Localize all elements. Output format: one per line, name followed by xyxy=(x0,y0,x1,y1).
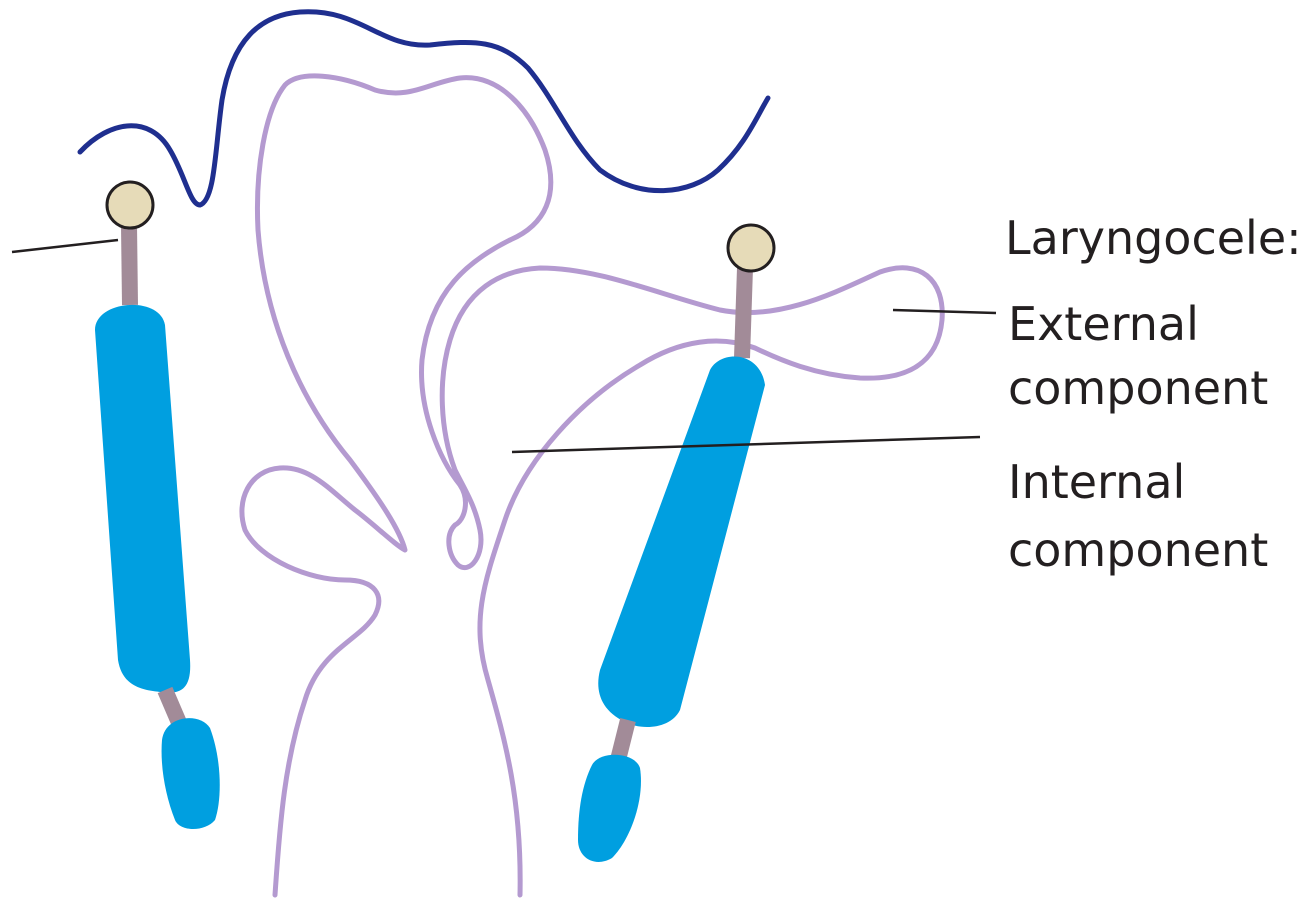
right-stalk-bottom xyxy=(618,720,628,760)
left-head xyxy=(107,182,153,228)
left-leader-line xyxy=(12,240,118,252)
left-stalk-bottom xyxy=(165,690,180,725)
pharyngeal-outline xyxy=(80,12,768,205)
external-label-line1: External xyxy=(1008,297,1199,351)
right-stalk-top xyxy=(742,268,745,358)
left-stalk-top xyxy=(129,225,130,305)
left-muscle-body xyxy=(95,305,190,693)
internal-label-line2: component xyxy=(1008,523,1268,577)
external-label-line2: component xyxy=(1008,361,1268,415)
right-muscle-body xyxy=(598,356,765,727)
left-muscle-tip xyxy=(162,718,220,829)
larynx-outline-left xyxy=(242,76,551,895)
right-muscle-tip xyxy=(578,755,641,862)
laryngocele-title: Laryngocele: xyxy=(1005,211,1302,265)
right-head xyxy=(728,225,774,271)
internal-label-line1: Internal xyxy=(1008,455,1185,509)
external-leader-line xyxy=(893,310,996,313)
